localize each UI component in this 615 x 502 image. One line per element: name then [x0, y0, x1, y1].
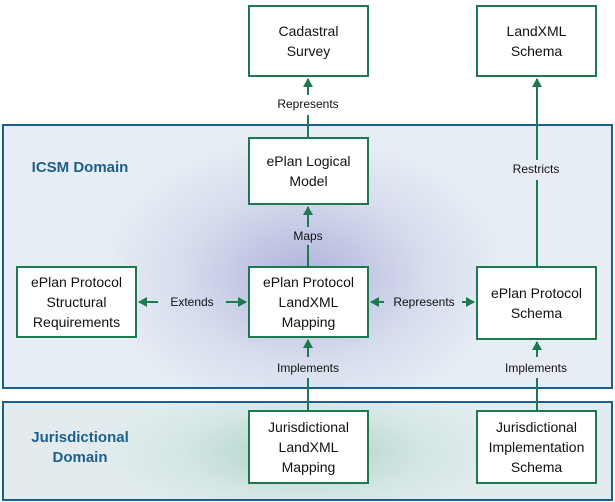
extends-label: Extends: [170, 295, 214, 309]
jurisdictional-domain-label: Jurisdictional Domain: [31, 429, 129, 466]
protocol-landxml-mapping-node: ePlan Protocol LandXML Mapping: [248, 266, 369, 338]
eplan-logical-model-node: ePlan Logical Model: [248, 137, 369, 205]
cadastral-survey-node: Cadastral Survey: [248, 5, 369, 77]
represents-top-label: Represents: [277, 97, 339, 111]
landxml-schema-node: LandXML Schema: [476, 5, 597, 77]
jurisdictional-implementation-schema-node: Jurisdictional Implementation Schema: [476, 410, 597, 484]
jurisdictional-landxml-mapping-node: Jurisdictional LandXML Mapping: [248, 410, 369, 484]
implements-right-label: Implements: [504, 361, 568, 375]
restricts-label: Restricts: [512, 162, 560, 176]
protocol-schema-node: ePlan Protocol Schema: [476, 266, 597, 340]
icsm-domain-label: ICSM Domain: [31, 159, 129, 176]
maps-label: Maps: [293, 229, 323, 243]
represents-mid-label: Represents: [393, 295, 455, 309]
structural-requirements-node: ePlan Protocol Structural Requirements: [16, 266, 137, 338]
implements-left-label: Implements: [276, 361, 340, 375]
